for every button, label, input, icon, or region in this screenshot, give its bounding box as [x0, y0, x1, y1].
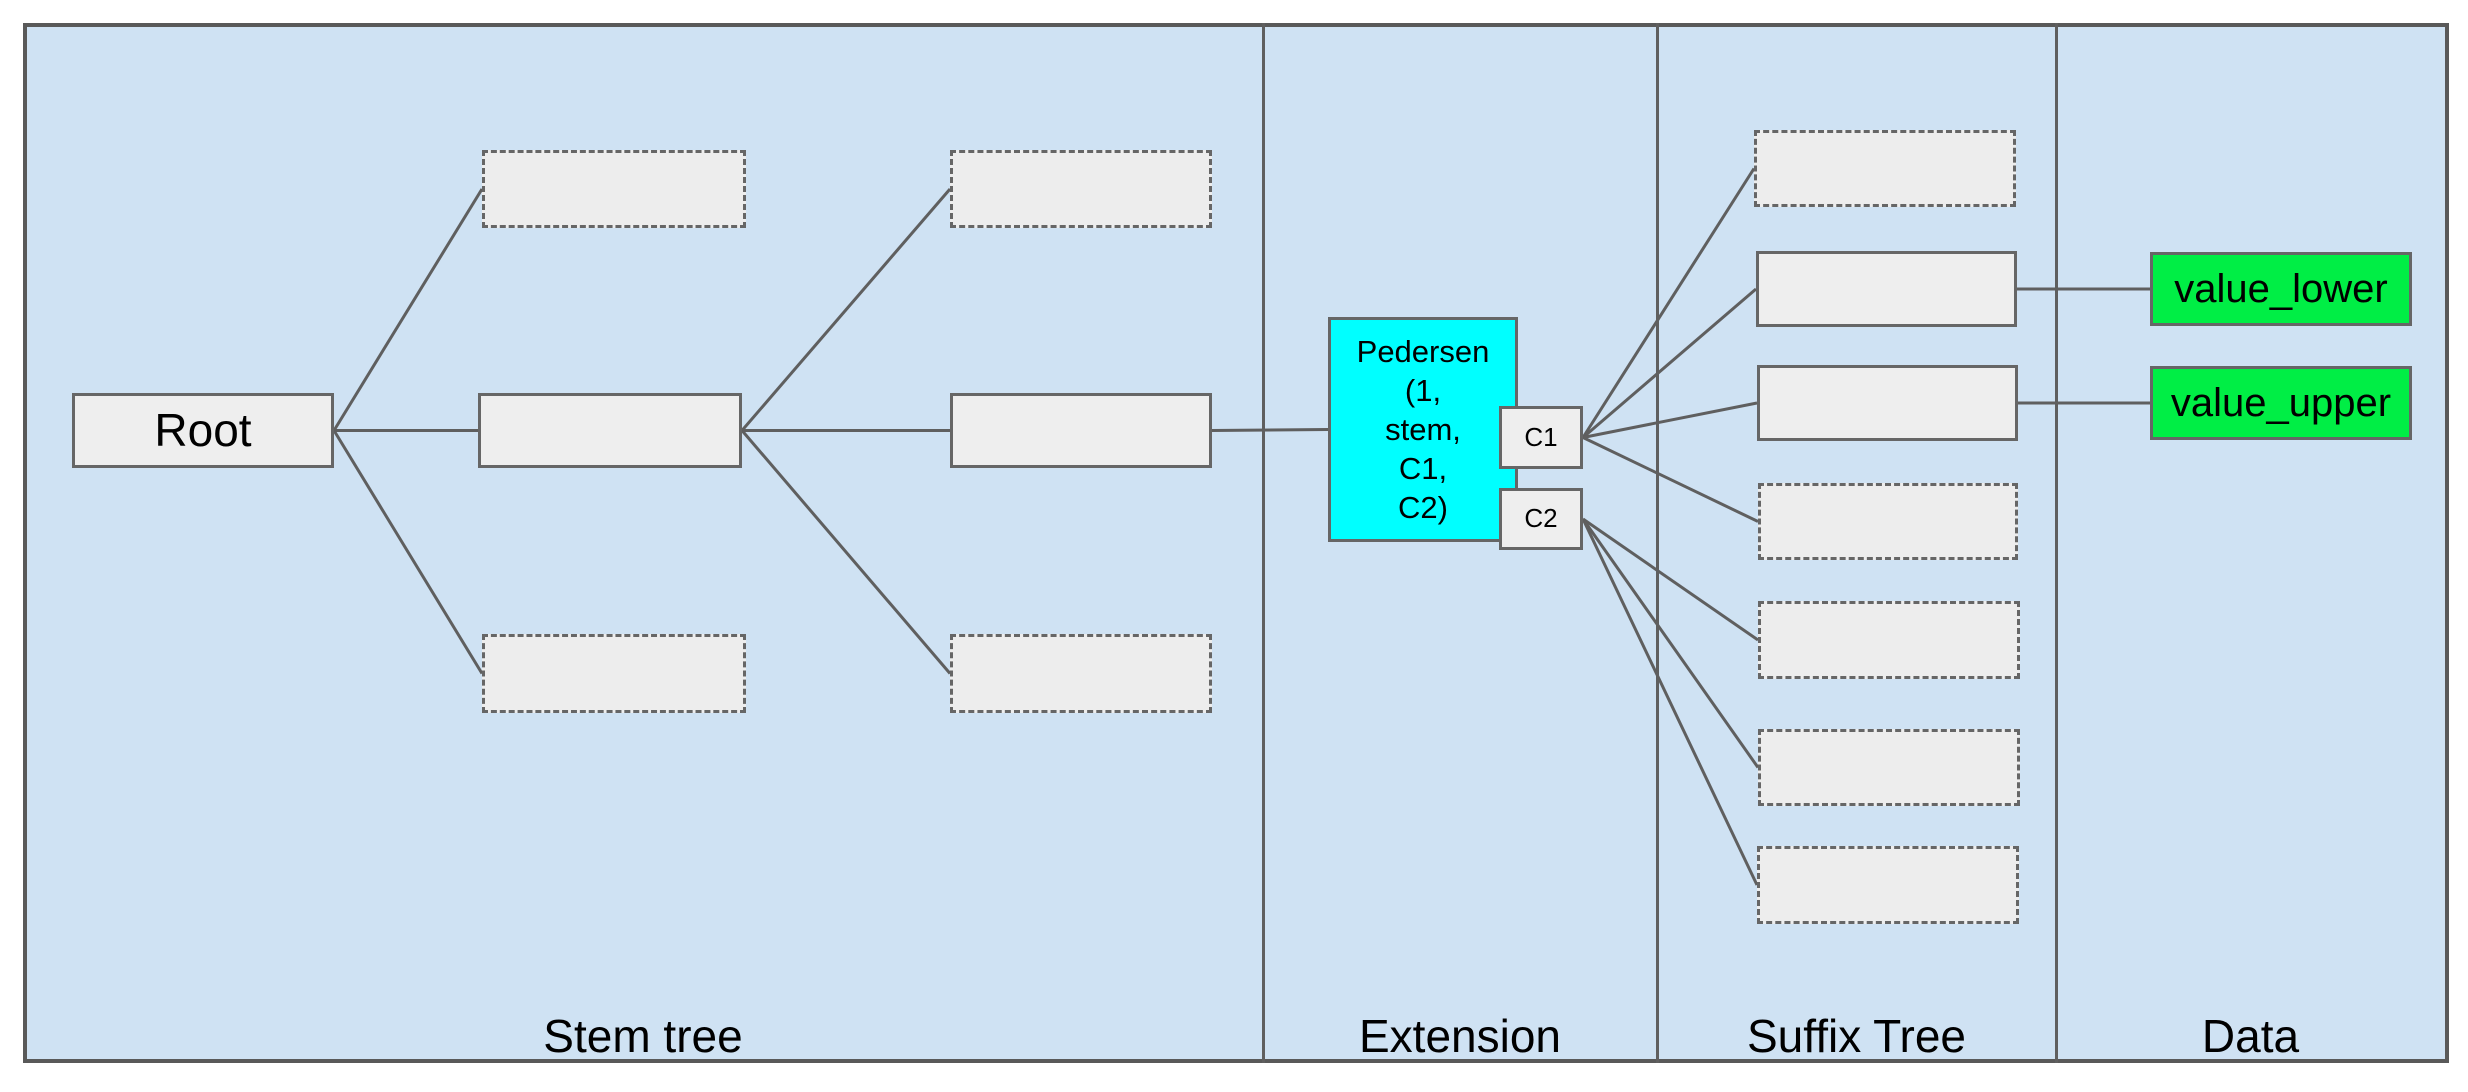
edge-c2-to-suffix-6: [1581, 518, 1760, 769]
section-label-stem-tree: Stem tree: [543, 1010, 743, 1062]
edge-stem-mid-2-to-pedersen: [1211, 428, 1329, 432]
node-label: Pedersen (1, stem, C1, C2): [1356, 334, 1490, 525]
node-suffix-5[interactable]: [1758, 601, 2020, 679]
node-root[interactable]: Root: [72, 393, 334, 468]
node-suffix-2[interactable]: [1756, 251, 2017, 327]
node-label: value_lower: [2174, 267, 2388, 311]
node-value-lower[interactable]: value_lower: [2150, 252, 2412, 326]
node-stem-bottom-2[interactable]: [950, 634, 1212, 713]
edge-c1-to-suffix-2: [1582, 287, 1757, 439]
node-label: Root: [154, 403, 252, 456]
node-suffix-1[interactable]: [1754, 130, 2016, 207]
edge-c2-to-suffix-7: [1581, 518, 1759, 886]
edge-c2-to-suffix-5: [1582, 517, 1759, 642]
edge-stem-mid-1-to-stem-bottom-2: [740, 429, 952, 675]
edge-stem-mid-1-to-stem-top-2: [740, 188, 952, 432]
node-suffix-3[interactable]: [1757, 365, 2018, 441]
node-stem-top-1[interactable]: [482, 150, 746, 228]
section-divider-data: [2055, 23, 2058, 1063]
diagram-frame: [23, 23, 2449, 1063]
node-suffix-4[interactable]: [1758, 483, 2018, 560]
edge-root-to-stem-bottom-1: [332, 429, 484, 675]
node-label: value_upper: [2170, 381, 2392, 425]
node-stem-top-2[interactable]: [950, 150, 1212, 228]
edge-root-to-stem-top-1: [332, 188, 484, 432]
node-suffix-6[interactable]: [1758, 729, 2020, 806]
section-label-data: Data: [2201, 1010, 2300, 1062]
section-divider-suffix-tree: [1656, 23, 1659, 1063]
node-label: C1: [1524, 421, 1558, 452]
section-label-extension: Extension: [1358, 1010, 1562, 1062]
section-label-suffix-tree: Suffix Tree: [1746, 1010, 1967, 1062]
edge-c1-to-suffix-3: [1582, 401, 1758, 439]
node-label: C2: [1524, 503, 1558, 534]
node-c1[interactable]: C1: [1499, 406, 1583, 469]
node-stem-mid-2[interactable]: [950, 393, 1212, 468]
node-c2[interactable]: C2: [1499, 488, 1583, 550]
node-pedersen[interactable]: Pedersen (1, stem, C1, C2): [1328, 317, 1518, 542]
node-suffix-7[interactable]: [1757, 846, 2019, 924]
edge-c1-to-suffix-1: [1581, 167, 1756, 439]
edge-c1-to-suffix-4: [1582, 436, 1759, 523]
node-value-upper[interactable]: value_upper: [2150, 366, 2412, 440]
node-stem-bottom-1[interactable]: [482, 634, 746, 713]
section-divider-extension: [1262, 23, 1265, 1063]
node-stem-mid-1[interactable]: [478, 393, 742, 468]
